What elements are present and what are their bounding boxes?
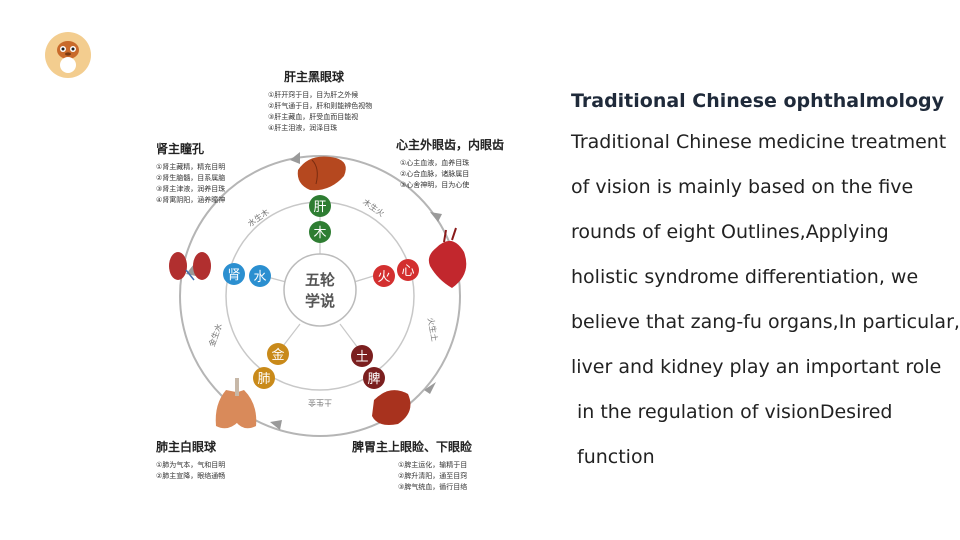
kidney-icon xyxy=(169,252,211,281)
spleen-element-circle xyxy=(363,367,385,389)
lung-info: 肺主白眼球 ①肺为气本，气和目明 ②肺主宣降，眼络通畅 xyxy=(156,438,225,482)
spleen-line: ②脾升清阳，通至目窍 xyxy=(398,472,468,480)
liver-line: ③肝主藏血，肝受血而目能视 xyxy=(268,113,359,121)
center-label-1: 五轮 xyxy=(305,271,335,289)
fire-element-char: 火 xyxy=(377,270,390,285)
kidney-line: ③肾主津液，润养目珠 xyxy=(156,185,226,193)
heart-info: 心主外眼齿，内眼齿 ①心主血液，血养目珠 ②心合血脉，诸脉属目 ③心舍神明，目为… xyxy=(396,136,504,191)
liver-line: ②肝气通于目，肝和则能辨色视物 xyxy=(268,102,373,110)
liver-title: 肝主黑眼球 xyxy=(284,70,345,84)
cycle-label-wood-fire: 木生火 xyxy=(361,197,386,219)
kidney-element-circle xyxy=(223,263,245,285)
liver-element-circle xyxy=(309,195,331,217)
text-panel: Traditional Chinese ophthalmology Tradit… xyxy=(571,88,960,480)
earth-element-circle xyxy=(351,345,373,367)
spleen-icon xyxy=(372,390,411,425)
heart-organ-char: 心 xyxy=(401,264,414,279)
heart-element-circle xyxy=(397,259,419,281)
liver-organ-char: 肝 xyxy=(313,200,326,215)
kidney-title: 肾主瞳孔 xyxy=(156,142,205,156)
heart-title: 心主外眼齿，内眼齿 xyxy=(396,138,505,152)
metal-element-circle xyxy=(267,343,289,365)
lung-element-circle xyxy=(253,367,275,389)
panel-heading: Traditional Chinese ophthalmology xyxy=(571,90,945,112)
spleen-line: ①脾主运化，输精于目 xyxy=(398,461,468,469)
spleen-title: 脾胃主上眼睑、下眼睑 xyxy=(352,440,473,454)
lung-organ-char: 肺 xyxy=(257,372,270,387)
outer-ring xyxy=(179,155,461,437)
lung-icon xyxy=(215,378,257,429)
cycle-label-fire-earth: 火生土 xyxy=(426,317,440,342)
kidney-organ-char: 肾 xyxy=(227,268,240,283)
liver-icon xyxy=(297,156,346,191)
paragraph-line: believe that zang-fu organs,In particula… xyxy=(571,311,960,333)
kidney-line: ②肾生脑髓，目系属脑 xyxy=(156,174,226,182)
paragraph-line: in the regulation of visionDesired xyxy=(577,401,893,423)
heart-line: ①心主血液，血养目珠 xyxy=(400,159,470,167)
kidney-info: 肾主瞳孔 ①肾主藏精，精充目明 ②肾生脑髓，目系属脑 ③肾主津液，润养目珠 ④肾… xyxy=(156,140,225,206)
paragraph-line: holistic syndrome differentiation, we xyxy=(571,266,919,288)
heart-line: ③心舍神明，目为心使 xyxy=(400,181,470,189)
liver-line: ①肝开窍于目，目为肝之外候 xyxy=(268,91,359,99)
water-element-circle xyxy=(249,265,271,287)
liver-info: 肝主黑眼球 ①肝开窍于目，目为肝之外候 ②肝气通于目，肝和则能辨色视物 ③肝主藏… xyxy=(268,68,372,134)
spleen-line: ③脾气统血，循行目络 xyxy=(398,483,468,491)
kidney-line: ④肾寓阴阳，涵养瞳神 xyxy=(156,196,226,204)
metal-element-char: 金 xyxy=(271,347,284,363)
lung-title: 肺主白眼球 xyxy=(156,440,217,454)
wood-element-char: 木 xyxy=(313,226,326,241)
spleen-info: 脾胃主上眼睑、下眼睑 ①脾主运化，输精于目 ②脾升清阳，通至目窍 ③脾气统血，循… xyxy=(352,438,472,493)
heart-line: ②心合血脉，诸脉属目 xyxy=(400,170,470,178)
cycle-label-earth-metal: 土生金 xyxy=(308,398,332,408)
kidney-line: ①肾主藏精，精充目明 xyxy=(156,163,226,171)
lung-line: ①肺为气本，气和目明 xyxy=(156,461,226,469)
fire-element-circle xyxy=(373,265,395,287)
paragraph-line: rounds of eight Outlines,Applying xyxy=(571,221,889,243)
paragraph-line: liver and kidney play an important role xyxy=(571,356,942,378)
earth-element-char: 土 xyxy=(355,350,368,365)
heart-icon xyxy=(428,227,467,288)
logo-icon xyxy=(45,32,91,78)
cycle-label-metal-water: 金生水 xyxy=(206,322,224,348)
five-wheel-diagram: 五轮 学说 肝 木 火 心 土 脾 金 肺 肾 水 木生火 火生土 土生金 金生… xyxy=(140,60,504,500)
paragraph-line: function xyxy=(577,446,655,468)
liver-line: ④肝主泪液，润泽目珠 xyxy=(268,124,338,132)
lung-line: ②肺主宣降，眼络通畅 xyxy=(156,472,226,480)
spleen-organ-char: 脾 xyxy=(367,372,380,387)
wood-element-circle xyxy=(309,221,331,243)
center-circle xyxy=(283,253,357,327)
paragraph-line: Traditional Chinese medicine treatment xyxy=(571,131,947,153)
center-label-2: 学说 xyxy=(305,292,335,310)
paragraph-line: of vision is mainly based on the five xyxy=(571,176,914,198)
water-element-char: 水 xyxy=(253,270,266,285)
